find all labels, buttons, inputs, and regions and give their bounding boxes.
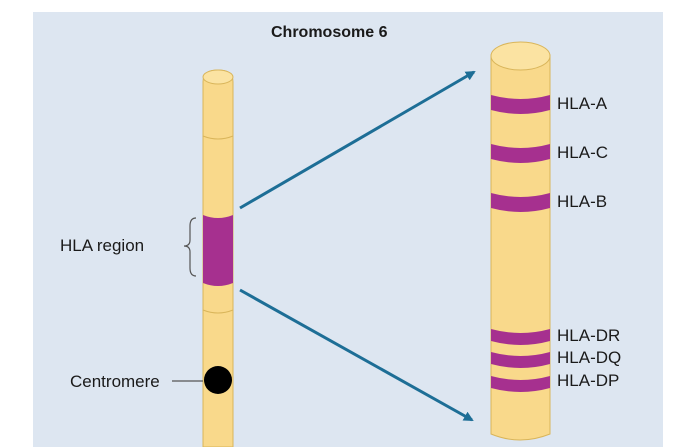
- gene-label-hla-c: HLA-C: [557, 144, 608, 161]
- chromosome-small: [203, 70, 233, 447]
- hla-region-bracket: [184, 218, 196, 276]
- gene-label-hla-dr: HLA-DR: [557, 327, 620, 344]
- gene-label-hla-a: HLA-A: [557, 95, 607, 112]
- gene-label-hla-b: HLA-B: [557, 193, 607, 210]
- gene-label-hla-dp: HLA-DP: [557, 372, 619, 389]
- centromere-dot: [204, 366, 232, 394]
- centromere-label: Centromere: [70, 373, 160, 390]
- chromosome-enlarged-top: [491, 42, 550, 70]
- hla-region-band: [203, 215, 233, 286]
- chromosome-enlarged: [491, 42, 550, 440]
- expansion-arrow-lower: [240, 290, 472, 420]
- hla-region-label: HLA region: [60, 237, 144, 254]
- expansion-arrow-upper: [240, 72, 474, 208]
- chromosome-small-top: [203, 70, 233, 84]
- diagram-title: Chromosome 6: [271, 25, 387, 41]
- gene-label-hla-dq: HLA-DQ: [557, 349, 621, 366]
